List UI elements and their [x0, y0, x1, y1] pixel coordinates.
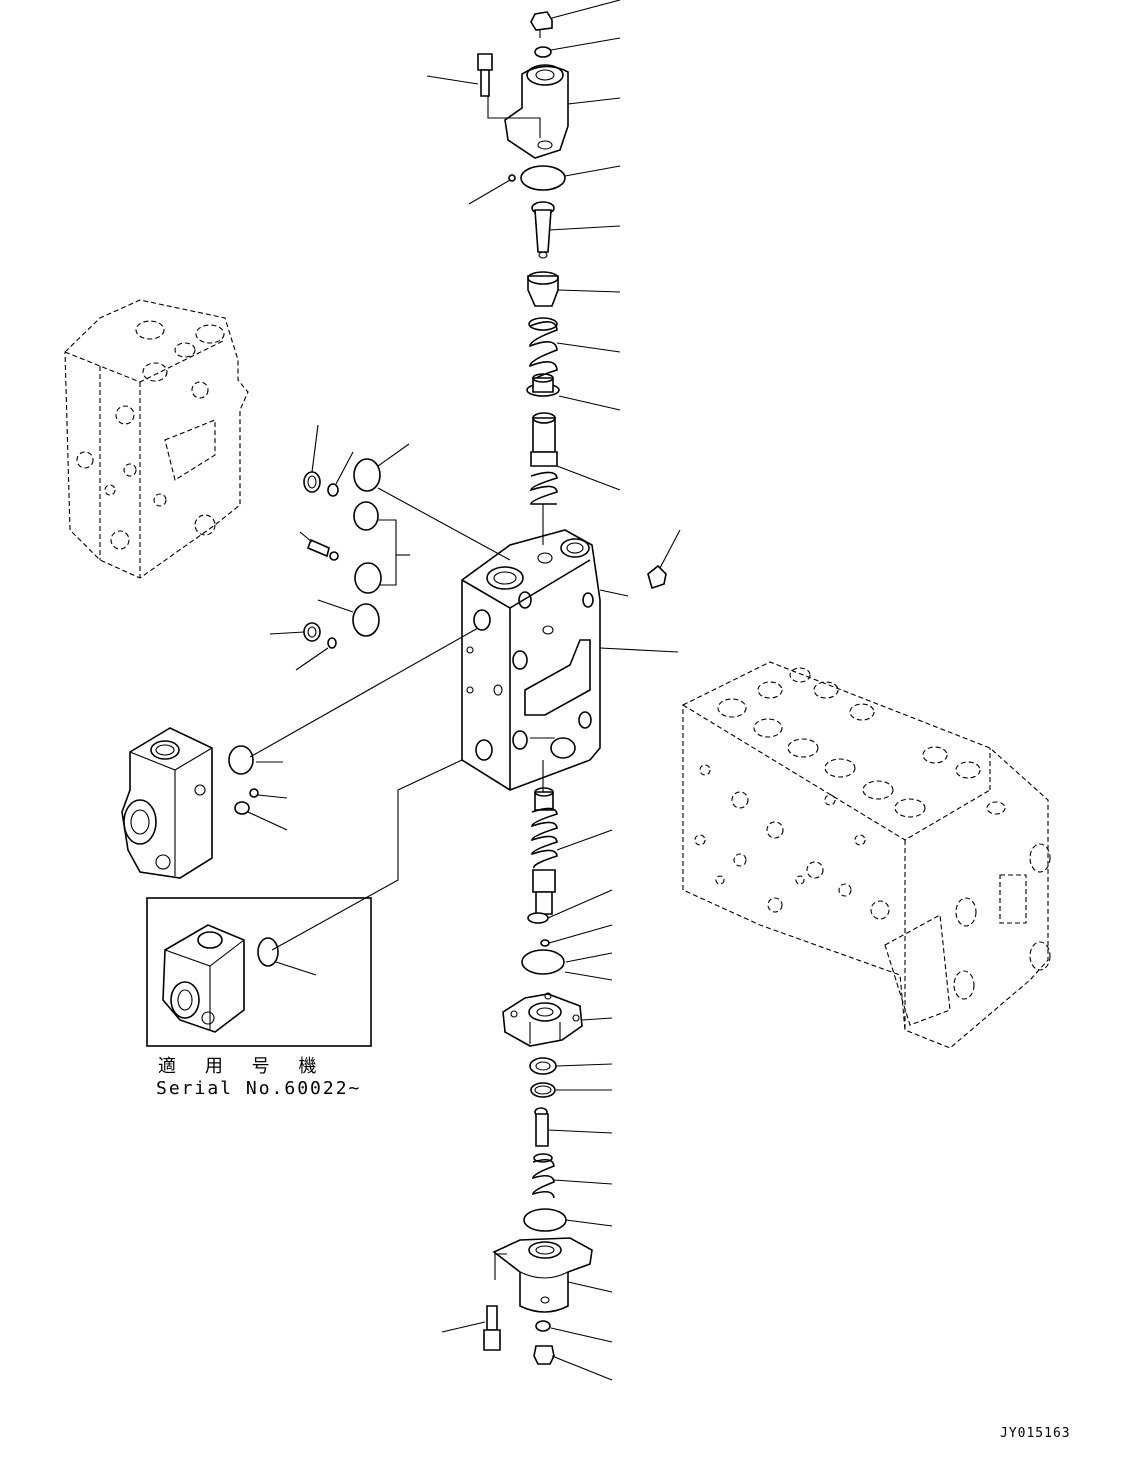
- cover-bolt-top: [477, 53, 493, 97]
- upper-spool-assembly: [530, 412, 558, 530]
- drawing-code: JY015163: [1000, 1426, 1071, 1441]
- port-block-seals: [228, 745, 288, 831]
- side-plug: [647, 564, 667, 590]
- top-cover: [487, 64, 569, 159]
- left-seal-group: [303, 458, 382, 649]
- lower-pin: [534, 1107, 549, 1147]
- lower-spring: [532, 1153, 555, 1199]
- upper-spring-seat: [527, 271, 559, 307]
- lower-o-ring: [523, 1208, 567, 1232]
- lower-seals: [521, 912, 565, 975]
- reference-valve-block-right: [682, 661, 1051, 1049]
- lower-seal-set: [529, 1057, 557, 1098]
- upper-spring: [528, 317, 558, 381]
- lower-spool: [531, 787, 558, 915]
- port-block-part: [121, 727, 213, 879]
- bottom-plug: [533, 1320, 555, 1365]
- cover-o-ring: [508, 165, 566, 191]
- applicable-serial-heading: 適 用 号 機: [158, 1056, 326, 1077]
- inset-variant-frame: [146, 897, 372, 1047]
- reference-valve-block-left: [64, 299, 249, 579]
- upper-piston: [531, 201, 555, 259]
- upper-retainer: [526, 373, 560, 397]
- assembly-lines: [249, 487, 629, 951]
- cover-bolt-bottom: [483, 1305, 501, 1351]
- bottom-cover: [492, 1237, 593, 1313]
- leader-lines: [269, 0, 681, 1381]
- valve-section-body: [461, 529, 601, 791]
- lower-flange: [502, 992, 583, 1047]
- serial-number-range: Serial No.60022~: [156, 1078, 362, 1099]
- top-cap-nut: [530, 11, 553, 58]
